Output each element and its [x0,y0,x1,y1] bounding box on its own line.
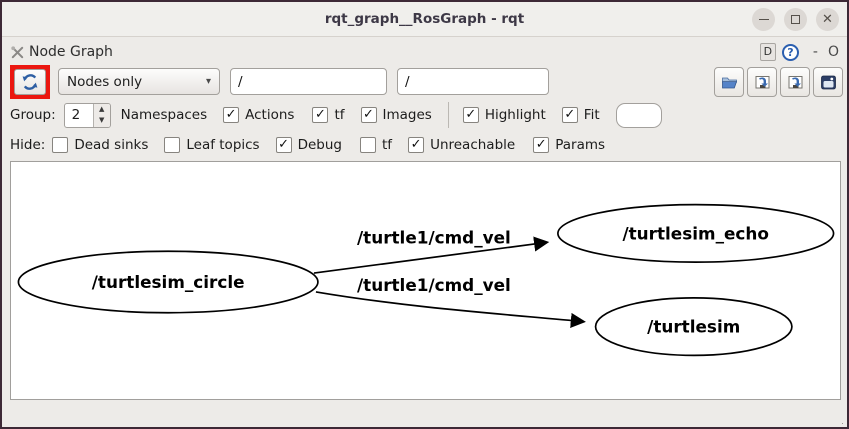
checkbox-indicator [223,107,240,123]
checkbox-images[interactable]: Images [360,107,432,123]
checkbox-indicator [164,137,181,153]
namespaces-label: Namespaces [120,107,208,123]
toolbar: Nodes only ▾ [2,64,847,99]
resize-grip[interactable] [841,422,843,424]
image-icon [820,75,836,89]
node-turtlesim-echo[interactable]: /turtlesim_echo [557,203,835,263]
checkbox-indicator [275,137,292,153]
group-spinbox[interactable]: 2 ▲ ▼ [63,102,111,128]
graph-canvas[interactable]: /turtle1/cmd_vel /turtle1/cmd_vel /turtl… [10,161,841,400]
refresh-icon [22,74,38,90]
refresh-highlight-box [10,65,50,99]
close-icon: ✕ [822,12,833,27]
node-label: /turtlesim_echo [622,223,768,243]
spin-up-icon[interactable]: ▲ [98,104,105,113]
checkbox-indicator [408,137,425,153]
open-folder-icon [721,77,737,88]
dock-header: Node Graph D ? - O [2,40,847,64]
checkbox-label: Unreachable [430,137,516,153]
chevron-down-icon: ▾ [205,76,211,87]
window-title: rqt_graph__RosGraph - rqt [324,11,525,27]
checkbox-label: Leaf topics [186,137,260,153]
dock-minimize-button[interactable]: - [812,44,818,60]
checkbox-tf[interactable]: tf [312,107,345,123]
help-icon[interactable]: ? [781,43,799,61]
window-controls: ✕ [752,8,839,31]
checkbox-indicator [360,107,377,123]
checkbox-label: tf [382,137,393,153]
checkbox-highlight[interactable]: Highlight [462,107,546,123]
edge-cmdvel-to-turtlesim: /turtle1/cmd_vel [315,275,586,328]
checkbox-label: Debug [297,137,343,153]
hide-label: Hide: [10,137,46,153]
load-dot-button[interactable] [714,67,744,97]
checkbox-label: Actions [245,107,295,123]
refresh-button[interactable] [14,69,46,95]
spin-down-icon[interactable]: ▼ [98,116,105,125]
checkbox-indicator [312,107,329,123]
node-graph-svg: /turtle1/cmd_vel /turtle1/cmd_vel /turtl… [17,203,835,357]
checkbox-label: Highlight [484,107,546,123]
node-turtlesim[interactable]: /turtlesim [594,297,793,357]
checkbox-fit[interactable]: Fit [561,107,600,123]
checkbox-label: Images [382,107,432,123]
edge-cmdvel-to-echo: /turtle1/cmd_vel [313,227,550,274]
checkbox-dead-sinks[interactable]: Dead sinks [52,137,148,153]
maximize-button[interactable] [784,8,807,31]
edge-label: /turtle1/cmd_vel [357,275,511,295]
graph-type-value: Nodes only [67,73,143,90]
edge-label: /turtle1/cmd_vel [357,227,511,247]
checkbox-debug[interactable]: Debug [275,137,343,153]
dock-float-button[interactable]: O [827,44,839,60]
group-label: Group: [10,107,56,123]
checkbox-hide-tf[interactable]: tf [360,137,392,153]
close-button[interactable]: ✕ [816,8,839,31]
node-label: /turtlesim_circle [92,272,245,292]
save-svg-button[interactable] [780,67,810,97]
checkbox-indicator [462,107,479,123]
checkbox-label: Params [555,137,606,153]
checkbox-label: Dead sinks [74,137,149,153]
maximize-icon [791,15,800,24]
minimize-button[interactable] [752,8,775,31]
dock-settings-button[interactable]: D [759,43,776,61]
plugin-tools-icon [11,45,24,58]
checkbox-indicator [52,137,69,153]
save-arrow-icon [788,75,802,88]
fit-extra-field[interactable] [615,102,662,128]
save-arrow-icon [755,75,769,88]
node-turtlesim-circle[interactable]: /turtlesim_circle [17,250,319,314]
group-value: 2 [71,107,81,123]
group-options-row: Group: 2 ▲ ▼ Namespaces Actions tf Image… [2,100,847,130]
hide-options-row: Hide: Dead sinks Leaf topics Debug tf Un… [2,130,847,160]
graph-type-dropdown[interactable]: Nodes only ▾ [58,68,220,95]
checkbox-indicator [533,137,550,153]
save-dot-button[interactable] [747,67,777,97]
dock-title: Node Graph [29,44,113,60]
checkbox-label: Fit [583,107,600,123]
topic-filter-input[interactable] [397,68,549,95]
separator [447,102,449,128]
dock-buttons: D ? - O [759,43,839,61]
checkbox-actions[interactable]: Actions [223,107,294,123]
node-label: /turtlesim [647,317,740,337]
checkbox-indicator [360,137,377,153]
spinbox-buttons: ▲ ▼ [92,103,110,127]
checkbox-label: tf [334,107,345,123]
checkbox-indicator [561,107,578,123]
checkbox-leaf-topics[interactable]: Leaf topics [164,137,260,153]
checkbox-params[interactable]: Params [533,137,605,153]
checkbox-unreachable[interactable]: Unreachable [408,137,515,153]
node-filter-input[interactable] [230,68,387,95]
minimize-icon [758,19,769,20]
save-image-button[interactable] [813,67,843,97]
titlebar[interactable]: rqt_graph__RosGraph - rqt ✕ [2,2,847,37]
